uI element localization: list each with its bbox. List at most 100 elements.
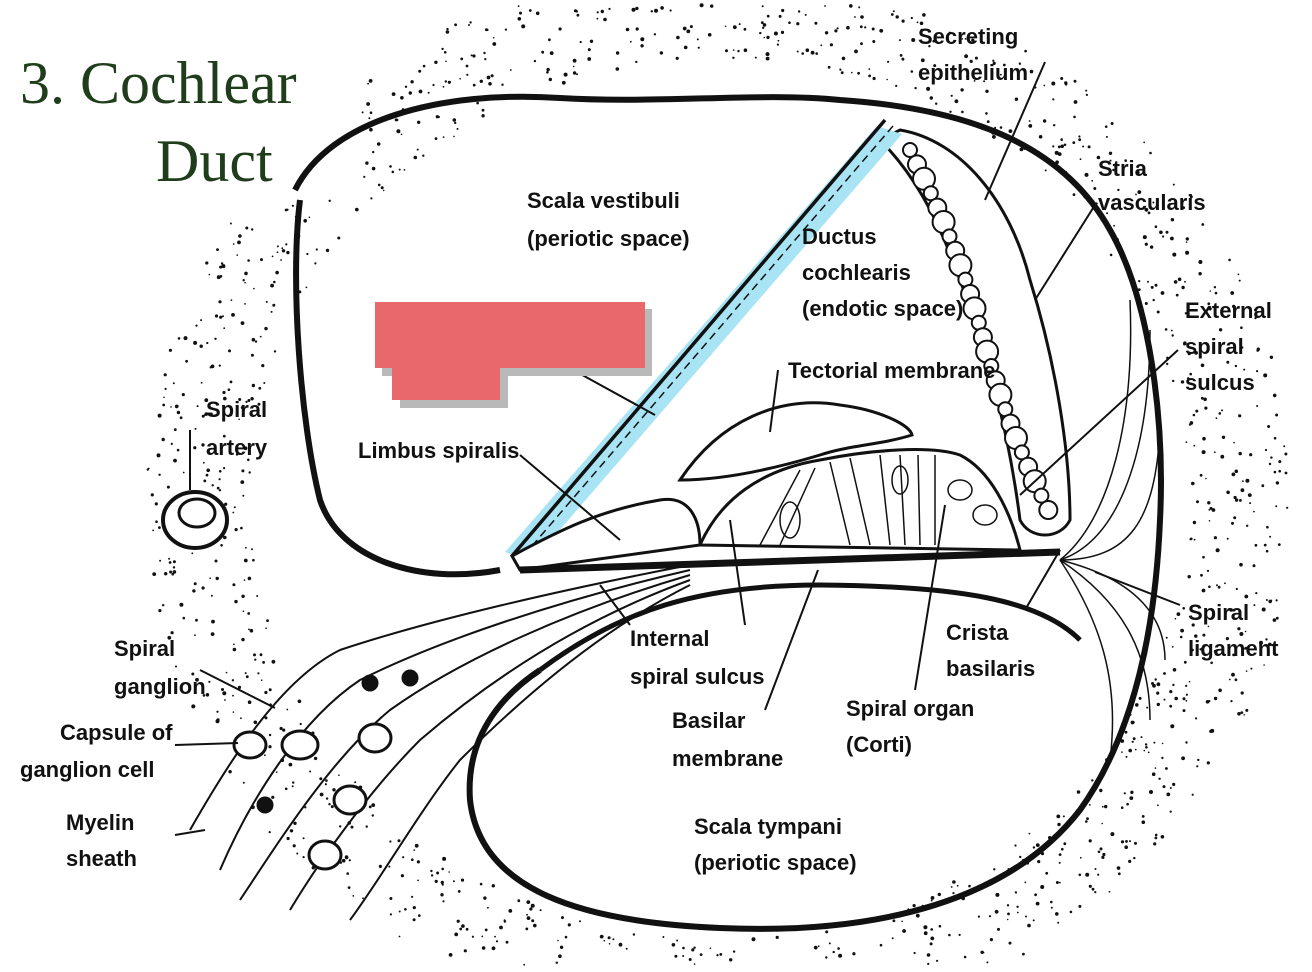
stipple-dot [1140, 736, 1143, 739]
stipple-dot [1265, 638, 1268, 641]
stipple-dot [1088, 804, 1091, 806]
stipple-dot [1125, 755, 1128, 758]
stipple-dot [223, 396, 227, 401]
stipple-dot [171, 572, 174, 576]
stipple-dot [910, 16, 913, 20]
stipple-dot [1210, 728, 1215, 733]
stipple-dot [1120, 840, 1125, 844]
stipple-dot [404, 85, 408, 89]
stipple-dot [608, 7, 611, 10]
stipple-dot [1213, 649, 1217, 653]
stria-cell [1033, 487, 1050, 504]
stipple-dot [612, 938, 615, 941]
stipple-dot [338, 774, 340, 776]
stipple-dot [245, 675, 249, 679]
stipple-dot [172, 560, 176, 564]
stipple-dot [994, 909, 999, 914]
stipple-dot [1213, 451, 1216, 454]
stipple-dot [1154, 767, 1157, 769]
stipple-dot [264, 716, 268, 720]
ganglion-cells [232, 669, 419, 871]
stipple-dot [465, 927, 469, 931]
stipple-dot [1250, 667, 1253, 670]
stipple-dot [1201, 450, 1206, 455]
stipple-dot [284, 208, 288, 212]
stipple-dot [1117, 188, 1120, 192]
stipple-dot [1213, 536, 1217, 540]
stipple-dot [1154, 836, 1158, 840]
spiral-ligament-fibers [1059, 299, 1166, 761]
stipple-dot [221, 688, 224, 691]
stipple-dot [1206, 569, 1210, 573]
stipple-dot [422, 154, 425, 157]
stipple-dot [841, 56, 846, 61]
stipple-dot [430, 874, 434, 877]
stipple-dot [1169, 810, 1172, 813]
stipple-dot [898, 39, 901, 42]
stipple-dot [191, 672, 195, 676]
stipple-dot [1014, 891, 1018, 894]
stipple-dot [254, 658, 257, 661]
stipple-dot [253, 653, 256, 657]
stipple-dot [796, 22, 800, 26]
stipple-dot [211, 619, 215, 624]
stipple-dot [434, 60, 438, 64]
stipple-dot [1240, 691, 1244, 695]
stipple-dot [763, 36, 766, 39]
stipple-dot [895, 15, 899, 19]
stipple-dot [937, 892, 941, 897]
stipple-dot [596, 17, 599, 20]
stipple-dot [487, 906, 489, 909]
stipple-dot [1185, 741, 1188, 744]
stipple-dot [241, 594, 245, 598]
stipple-dot [1099, 788, 1103, 793]
stipple-dot [216, 275, 221, 280]
stipple-dot [1101, 822, 1103, 825]
stipple-dot [1208, 585, 1211, 589]
stipple-dot [1266, 525, 1269, 529]
stipple-dot [368, 805, 372, 809]
stipple-dot [247, 576, 252, 581]
stipple-dot [209, 412, 213, 416]
stipple-dot [676, 35, 680, 40]
stipple-dot [1191, 648, 1194, 652]
stipple-dot [172, 566, 176, 569]
stipple-dot [923, 925, 928, 930]
stipple-dot [1265, 599, 1268, 601]
stipple-dot [460, 878, 465, 882]
stipple-dot [1172, 183, 1175, 186]
stipple-dot [732, 49, 735, 51]
stipple-dot [434, 879, 438, 884]
stipple-dot [281, 249, 286, 253]
stipple-dot [253, 720, 258, 725]
stipple-dot [1061, 847, 1064, 851]
stipple-dot [210, 594, 213, 597]
stipple-dot [1058, 861, 1061, 864]
stipple-dot [448, 871, 450, 873]
stipple-dot [1078, 873, 1082, 877]
stipple-dot [241, 469, 245, 473]
stipple-dot [992, 61, 996, 65]
stipple-dot [1028, 120, 1031, 122]
stipple-dot [1097, 873, 1100, 876]
stipple-dot [1138, 190, 1141, 193]
stipple-dot [434, 137, 438, 141]
stipple-dot [1268, 642, 1272, 647]
stipple-dot [1190, 537, 1193, 541]
stipple-dot [1254, 308, 1257, 312]
stipple-dot [1243, 368, 1246, 371]
stipple-dot [483, 51, 486, 55]
stipple-dot [993, 868, 996, 871]
stipple-dot [241, 637, 245, 642]
stipple-dot [1053, 124, 1056, 127]
stipple-dot [346, 872, 350, 875]
stipple-dot [413, 849, 416, 851]
stipple-dot [1180, 380, 1185, 384]
stipple-dot [901, 920, 903, 923]
stipple-dot [1151, 772, 1156, 776]
stipple-dot [485, 28, 488, 32]
stipple-dot [162, 403, 166, 407]
stipple-dot [629, 40, 632, 43]
stipple-dot [1050, 900, 1053, 904]
stipple-dot [228, 349, 231, 353]
